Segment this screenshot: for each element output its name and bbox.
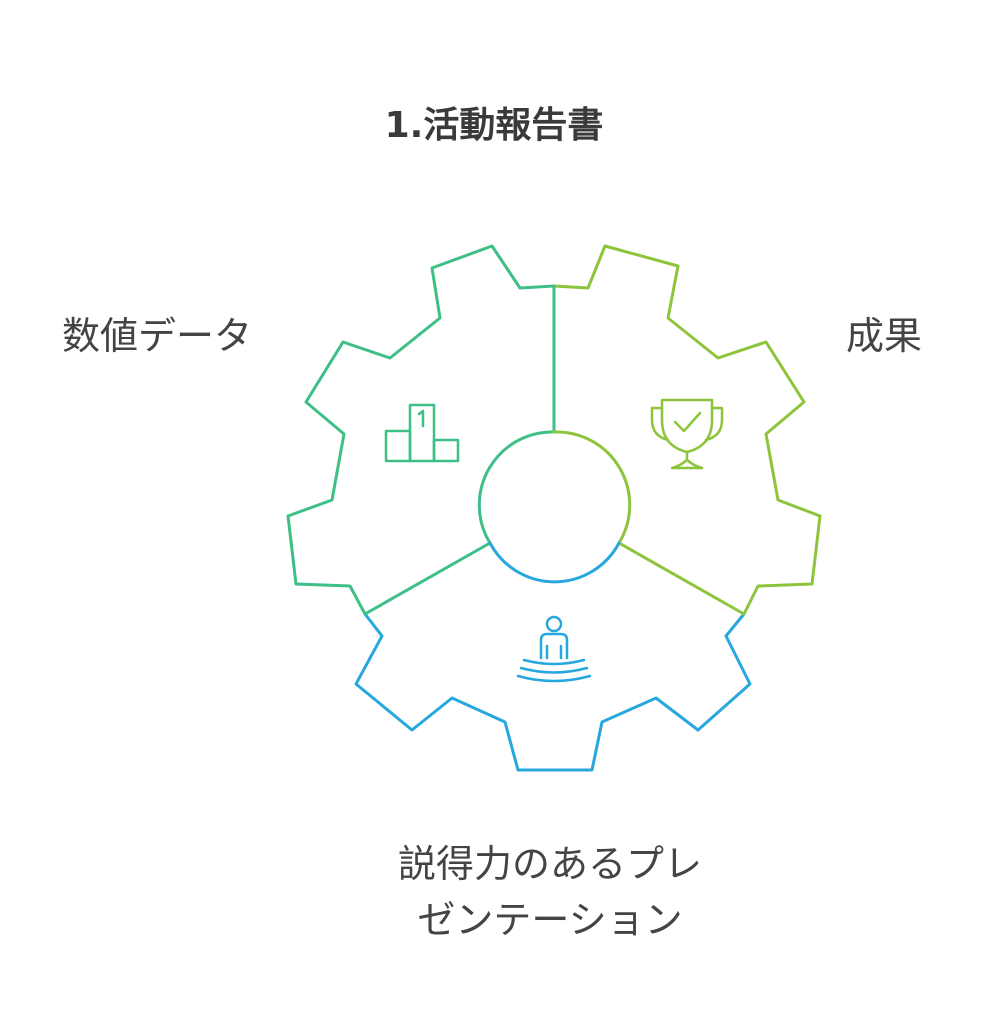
gear-segment-results: [552, 244, 822, 616]
presenter-icon: [516, 615, 592, 683]
divider-right: [617, 541, 746, 616]
trophy-check-icon: [650, 398, 724, 470]
segment-label-presentation: 説得力のあるプレ ゼンテーション: [300, 836, 800, 948]
segment-label-presentation-line2: ゼンテーション: [417, 898, 683, 942]
hub-arc-blue: [488, 541, 621, 584]
gear-segment-presentation: [354, 612, 752, 772]
gear-segment-numeric-data: [286, 244, 556, 616]
divider-left: [363, 541, 492, 616]
segment-label-presentation-line1: 説得力のあるプレ: [397, 842, 702, 886]
podium-icon: [384, 403, 460, 463]
diagram-title: 1.活動報告書: [384, 105, 604, 146]
hub-arc-yellow: [552, 430, 632, 545]
segment-label-results: 成果: [846, 314, 923, 358]
hub-arc-green: [477, 430, 556, 545]
segment-label-numeric-data: 数値データ: [62, 314, 253, 358]
